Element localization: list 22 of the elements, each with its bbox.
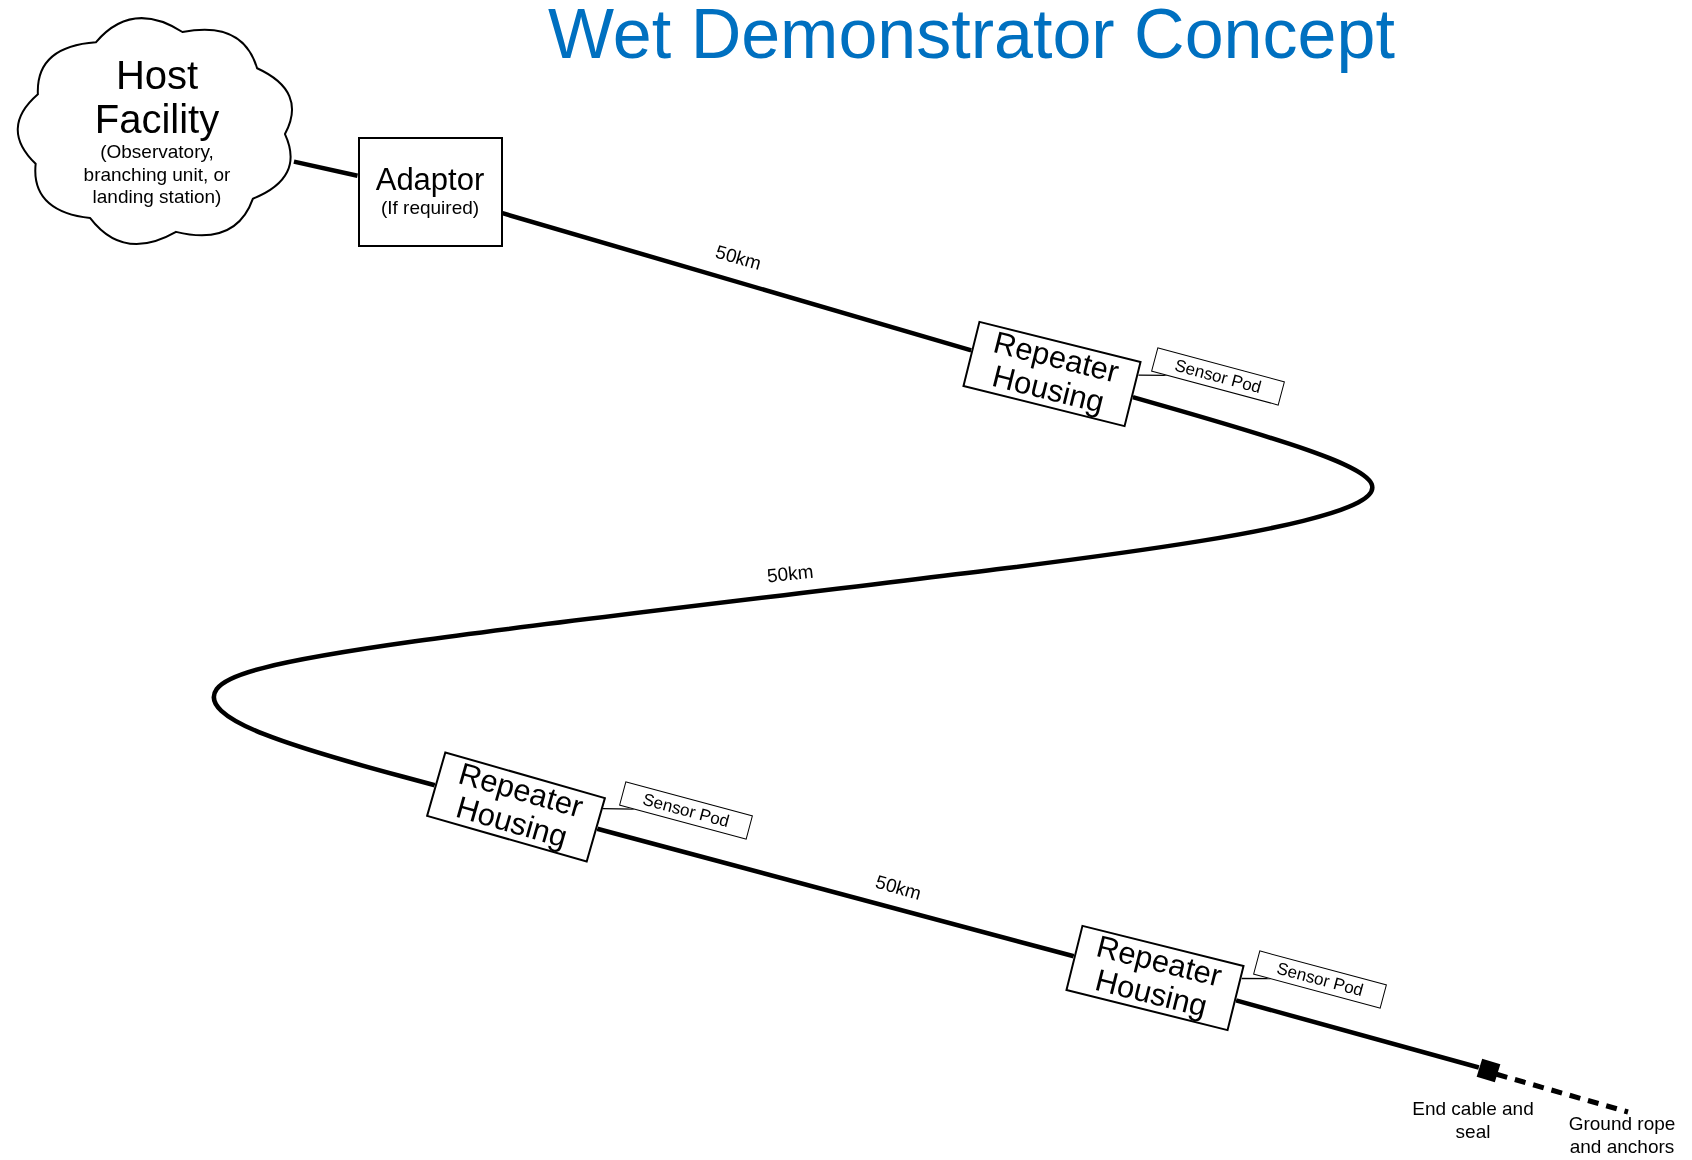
cable-line xyxy=(1235,998,1480,1070)
cable-line xyxy=(501,211,972,353)
cable-line xyxy=(602,807,635,810)
cable-line xyxy=(293,159,358,178)
node-title: Sensor Pod xyxy=(640,790,732,830)
node-subtitle: (Observatory, branching unit, or landing station) xyxy=(82,140,232,210)
distance-label: 50km xyxy=(766,560,815,588)
node-title: Host Facility xyxy=(93,52,221,141)
component-box xyxy=(357,137,503,247)
distance-label: 50km xyxy=(712,241,764,275)
node-title: Sensor Pod xyxy=(1274,959,1366,999)
node-subtitle: (If required) xyxy=(380,196,480,220)
dashed-rope-line xyxy=(1495,1071,1629,1115)
distance-label: 50km xyxy=(872,871,924,905)
node-title: Sensor Pod xyxy=(1172,356,1264,396)
annotation-text: Ground rope and anchors xyxy=(1567,1113,1677,1159)
cable-line xyxy=(213,394,1374,788)
end-seal-block xyxy=(1476,1058,1500,1082)
node-title: Adaptor xyxy=(375,164,485,197)
caption-text: End cable and seal xyxy=(1411,1098,1535,1144)
cable-line xyxy=(596,826,1075,959)
page-title: Wet Demonstrator Concept xyxy=(548,0,1395,74)
